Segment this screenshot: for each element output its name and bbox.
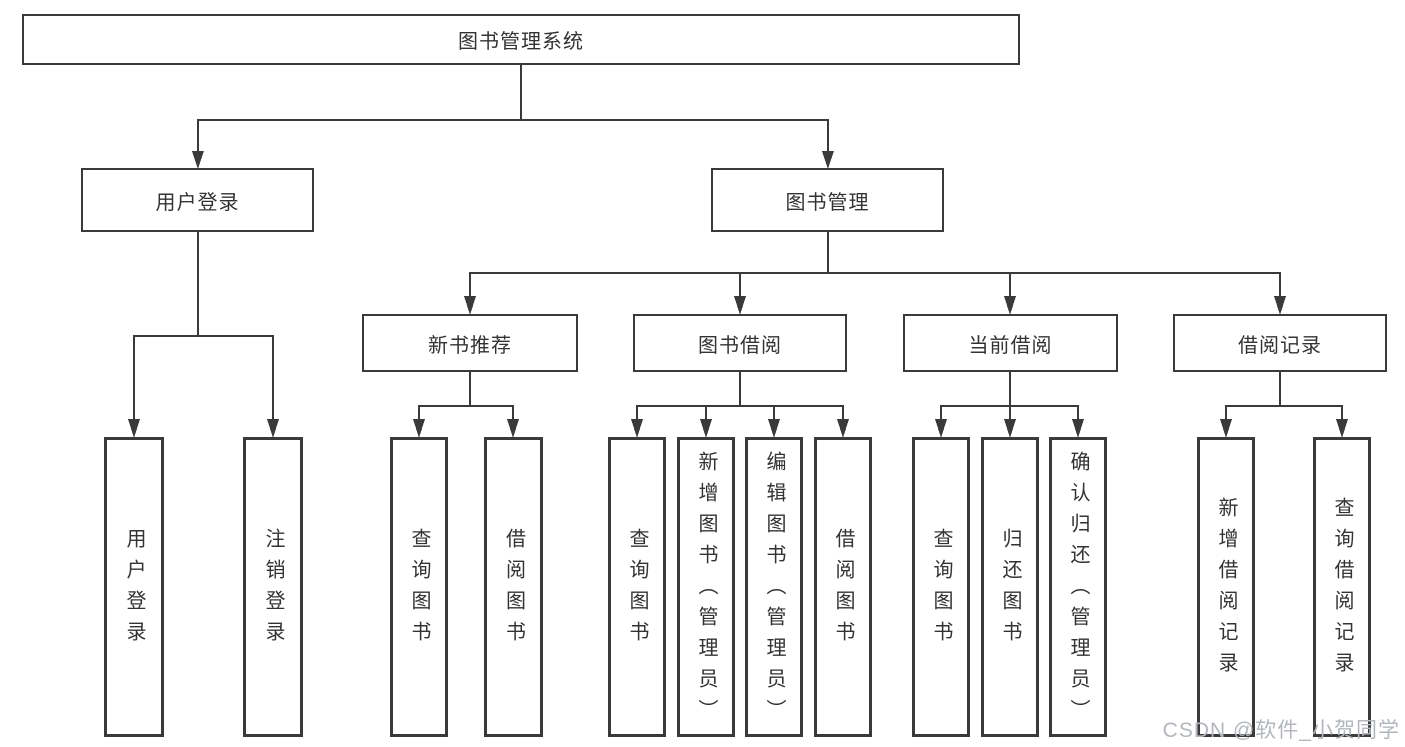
leaf-query-books-recommend: 查询图书	[390, 437, 448, 737]
watermark: CSDN @软件_小贺同学	[1162, 719, 1400, 742]
node-book-borrow: 图书借阅	[633, 314, 847, 372]
connector-borrow-records-to-leaves	[1220, 372, 1348, 438]
node-borrow-records: 借阅记录	[1173, 314, 1387, 372]
connector-book-management-to-level3	[464, 232, 1286, 315]
leaf-query-borrow-record: 查询借阅记录	[1313, 437, 1371, 737]
node-new-book-recommend: 新书推荐	[362, 314, 578, 372]
leaf-return-books: 归还图书	[981, 437, 1039, 737]
node-book-management: 图书管理	[711, 168, 944, 232]
leaf-add-book-admin: 新增图书（管理员）	[677, 437, 735, 737]
leaf-query-books-current: 查询图书	[912, 437, 970, 737]
connector-user-login-to-leaves	[128, 232, 279, 438]
connector-current-borrow-to-leaves	[935, 372, 1084, 438]
leaf-query-books-borrow: 查询图书	[608, 437, 666, 737]
leaf-add-borrow-record: 新增借阅记录	[1197, 437, 1255, 737]
connector-book-borrow-to-leaves	[631, 372, 849, 438]
leaf-edit-book-admin: 编辑图书（管理员）	[745, 437, 803, 737]
leaf-logout: 注销登录	[243, 437, 303, 737]
connector-new-book-recommend-to-leaves	[413, 372, 519, 438]
leaf-confirm-return-admin: 确认归还（管理员）	[1049, 437, 1107, 737]
node-user-login: 用户登录	[81, 168, 314, 232]
connector-root-to-level2	[192, 65, 834, 169]
leaf-borrow-books: 借阅图书	[814, 437, 872, 737]
node-library-management-system: 图书管理系统	[22, 14, 1020, 65]
node-current-borrow: 当前借阅	[903, 314, 1118, 372]
leaf-borrow-books-recommend: 借阅图书	[484, 437, 543, 737]
leaf-user-login: 用户登录	[104, 437, 164, 737]
